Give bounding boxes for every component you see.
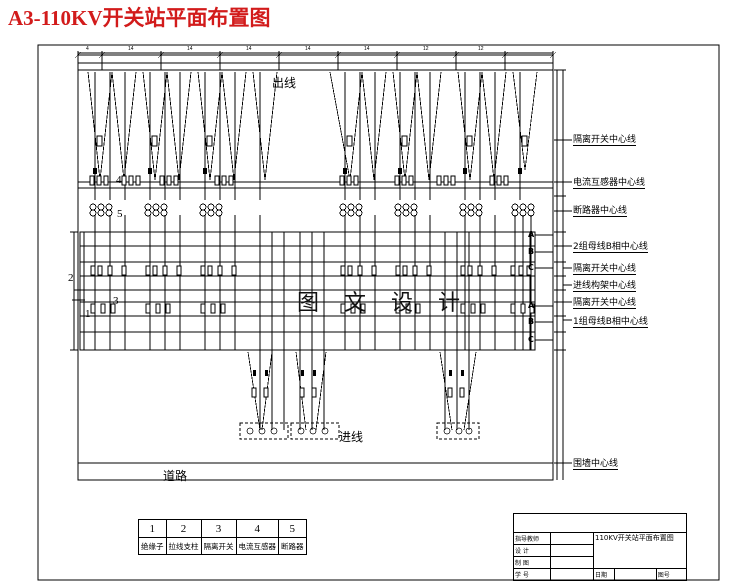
callout-2: 2	[68, 272, 74, 284]
legend-number-2: 2	[165, 519, 202, 538]
centerline-label-bus2-phaseb: 2组母线B相中心线	[573, 239, 648, 253]
field-value-date[interactable]	[614, 568, 657, 581]
phase-label-b-group2: B	[528, 247, 535, 256]
legend-desc-5: 断路器	[278, 537, 307, 555]
field-label-instructor: 指导教师	[513, 532, 551, 545]
phase-label-a-group1: A	[528, 301, 535, 310]
legend-number-3: 3	[200, 519, 237, 538]
title-block-row-studentid: 学 号 日期 图号	[513, 568, 688, 581]
centerline-label-wall: 围墙中心线	[573, 456, 619, 470]
legend-desc-1: 绝缘子	[138, 537, 167, 555]
centerline-label-breaker: 断路器中心线	[573, 203, 628, 217]
centerline-label-disconnector-1: 隔离开关中心线	[573, 132, 637, 146]
legend-desc-2: 拉线支柱	[165, 537, 202, 555]
legend-desc-4: 电流互感器	[235, 537, 279, 555]
top-dim-4: 14	[246, 46, 252, 52]
top-dim-2: 14	[128, 46, 134, 52]
legend-table: 1 2 3 4 5 绝缘子 拉线支柱 隔离开关 电流互感器 断路器	[138, 519, 307, 555]
label-road: 道路	[163, 469, 188, 483]
callout-4: 4	[116, 174, 122, 186]
title-block: 指导教师 110KV开关站平面布置图 设 计 制 图 学 号 日期 图号	[513, 513, 688, 581]
phase-label-c-group1: C	[528, 335, 534, 344]
legend-desc-row: 绝缘子 拉线支柱 隔离开关 电流互感器 断路器	[138, 537, 307, 555]
field-label-sheet: 图号	[655, 568, 688, 581]
title-block-row-instructor: 指导教师 110KV开关站平面布置图	[513, 532, 687, 569]
title-block-spacer	[513, 513, 687, 533]
field-label-drafter: 制 图	[513, 556, 551, 569]
page-title: A3-110KV开关站平面布置图	[8, 6, 271, 30]
centerline-label-bus1-phaseb: 1组母线B相中心线	[573, 314, 648, 328]
field-value-drafter[interactable]	[550, 556, 594, 569]
callout-5: 5	[117, 208, 123, 220]
title-block-row-drafter: 制 图	[513, 556, 687, 569]
centerline-label-ct: 电流互感器中心线	[573, 175, 646, 189]
legend-number-4: 4	[235, 519, 279, 538]
field-label-studentid: 学 号	[513, 568, 551, 581]
top-dim-8: 12	[478, 46, 484, 52]
label-outgoing: 出线	[272, 76, 297, 90]
top-dim-6: 14	[364, 46, 370, 52]
top-dim-1: 4	[86, 46, 89, 52]
callout-1: 1	[85, 308, 91, 320]
field-value-design[interactable]	[550, 544, 594, 557]
field-label-date: 日期	[592, 568, 616, 581]
legend-desc-3: 隔离开关	[200, 537, 237, 555]
sheet-title: 110KV开关站平面布置图	[593, 532, 687, 569]
top-dim-3: 14	[187, 46, 193, 52]
label-incoming: 进线	[339, 430, 364, 444]
field-label-design: 设 计	[513, 544, 551, 557]
phase-label-c-group2: C	[528, 263, 534, 272]
phase-label-b-group1: B	[528, 317, 535, 326]
callout-3: 3	[113, 295, 119, 307]
title-block-top-row	[513, 513, 687, 533]
field-value-studentid[interactable]	[550, 568, 594, 581]
field-value-instructor[interactable]	[550, 532, 594, 545]
top-dim-7: 12	[423, 46, 429, 52]
phase-label-a-group2: A	[528, 230, 535, 239]
centerline-label-disconnector-3: 隔离开关中心线	[573, 295, 637, 309]
top-dim-5: 14	[305, 46, 311, 52]
centerline-label-disconnector-2: 隔离开关中心线	[573, 261, 637, 275]
legend-number-1: 1	[138, 519, 167, 538]
legend-number-5: 5	[278, 519, 307, 538]
legend-number-row: 1 2 3 4 5	[138, 519, 307, 538]
centerline-label-incoming-gantry: 进线构架中心线	[573, 278, 637, 292]
watermark-text: 图 文 设 计	[297, 291, 469, 316]
